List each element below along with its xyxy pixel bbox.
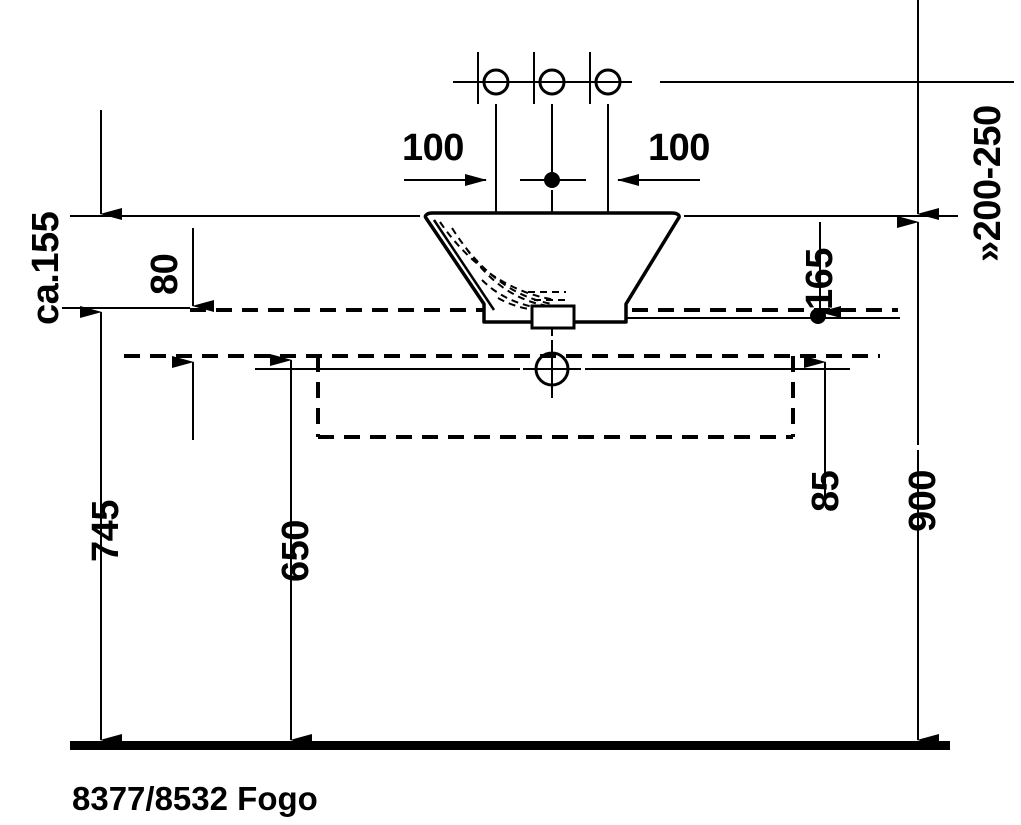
tap-hole-left-icon [482,68,510,96]
label-200-250: »200-250 [967,105,1009,262]
tap-hole-center-icon [538,68,566,96]
tap-center-marker [520,172,586,188]
drawing-caption: 8377/8532 Fogo [72,780,318,817]
label-900: 900 [902,470,944,532]
drain-outlet-icon [523,340,581,398]
label-80: 80 [144,254,186,295]
tap-hole-extension-lines [495,104,609,215]
label-85: 85 [805,470,847,512]
label-650: 650 [275,520,317,582]
tap-hole-group [482,68,622,96]
basin-drain-connector [530,304,576,330]
label-ca155: ca.155 [25,211,67,325]
tap-hole-right-icon [594,68,622,96]
label-tap-spacing-right: 100 [648,127,710,169]
label-745: 745 [85,500,127,562]
washbasin-body [423,211,681,330]
tap-hole-reference-lines [453,52,632,104]
label-165: 165 [799,248,841,310]
label-tap-spacing-left: 100 [402,127,464,169]
floor-line [70,741,950,750]
cabinet-outline [316,356,795,439]
